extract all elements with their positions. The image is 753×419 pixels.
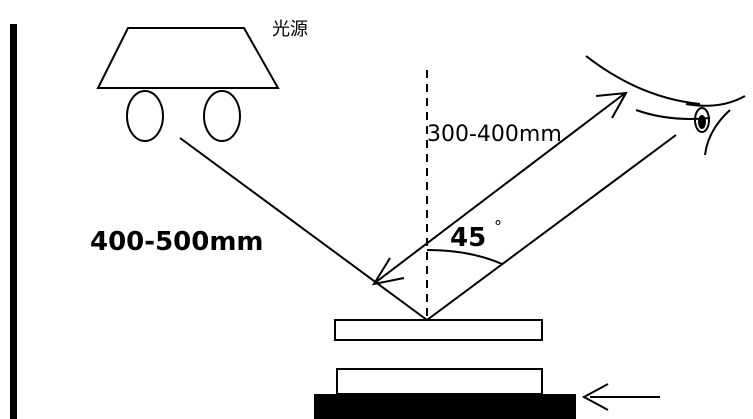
lower-sample-plate [336,368,543,395]
view-distance-line [375,93,625,283]
incident-ray [179,137,428,321]
view-distance-label: 300-400mm [427,122,562,147]
incident-distance-label: 400-500mm [90,227,264,257]
eye-pupil-icon [698,115,706,129]
reflected-ray [426,134,677,321]
view-distance-arrow-head-upper [595,91,628,119]
angle-degree-symbol: ° [494,217,502,236]
view-distance-arrow-head-lower [371,257,405,286]
eye-brow-icon [685,95,746,107]
light-source-bulb-right [203,90,241,142]
black-base [314,394,576,419]
light-source-label: 光源 [272,19,308,40]
specimen-plate [334,319,543,341]
eye-iris-icon [694,107,710,133]
eye-upper-lid-icon [585,55,701,105]
light-source-housing [96,27,280,89]
eye-cheek-icon [704,109,731,156]
left-wall-bar [10,24,17,419]
pointer-arrow-head-icon [581,383,609,411]
angle-arc [426,249,503,265]
light-source-bulb-left [126,90,164,142]
angle-label: 45 [450,223,486,253]
